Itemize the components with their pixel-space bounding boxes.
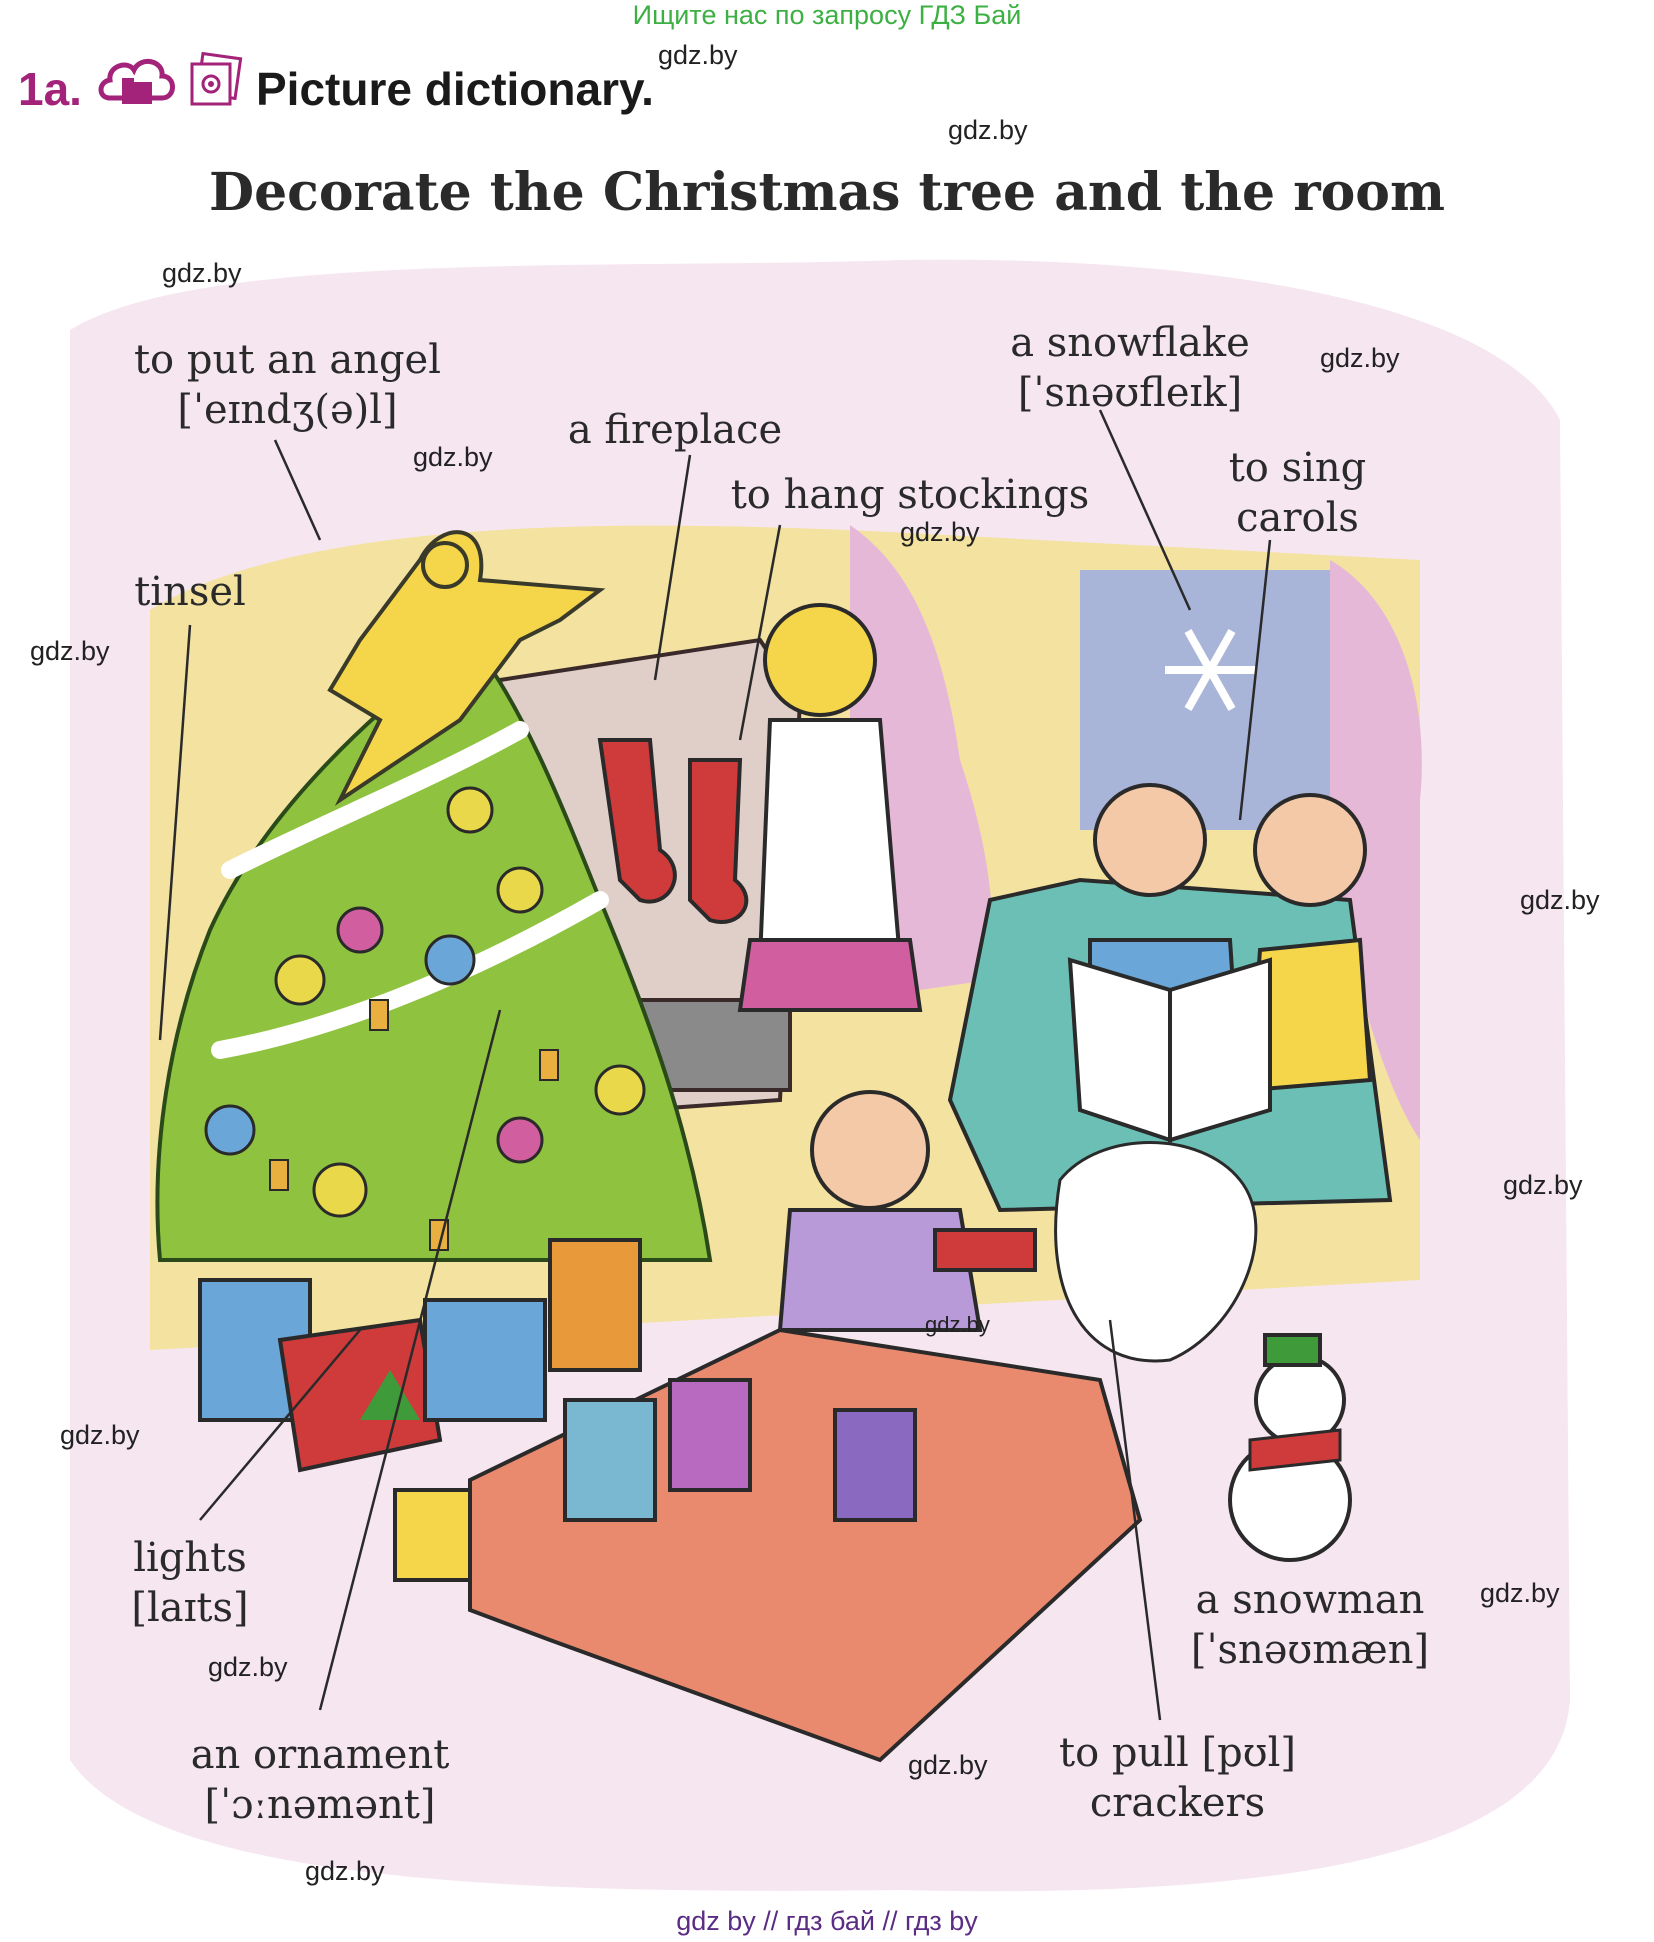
watermark: gdz.by: [1480, 1578, 1560, 1608]
label-snowflake-text: a snowflake: [1010, 320, 1250, 366]
leader-lines: [158, 409, 1272, 1721]
stocking-1: [597, 738, 677, 904]
footer-links[interactable]: gdz by // гдз бай // гдз by: [676, 1906, 978, 1936]
label-tinsel: tinsel: [134, 569, 246, 615]
gift-blue-2: [423, 1298, 547, 1422]
label-carols: to sing carols: [1215, 443, 1380, 543]
window: [1080, 570, 1340, 830]
girl-head: [1253, 793, 1367, 907]
label-ornament: an ornament [ˈɔːnəmənt]: [175, 1730, 465, 1830]
card-3: [833, 1408, 917, 1522]
candle-1: [369, 999, 389, 1031]
stocking-2: [688, 758, 749, 924]
label-crackers: to pull [pʊl] crackers: [1045, 1728, 1310, 1828]
watermark: gdz.by: [948, 115, 1028, 145]
label-snowflake: a snowflake [ˈsnəʊfleɪk]: [995, 318, 1265, 418]
label-lights-text: lights: [133, 1535, 247, 1581]
exercise-title: Picture dictionary.: [256, 63, 654, 115]
girl-with-cracker: [810, 1090, 930, 1210]
cracker-burst: [1054, 1141, 1258, 1363]
label-carols-line2: carols: [1236, 495, 1359, 541]
watermark: gdz.by: [908, 1750, 988, 1780]
watermark: gdz.by: [1503, 1170, 1583, 1200]
gift-orange: [548, 1238, 642, 1372]
picture-cards-icon: [190, 52, 243, 106]
gift-bag-red: [277, 1317, 443, 1473]
label-angel: to put an angel [ˈeɪndʒ(ə)l]: [125, 335, 450, 435]
angel: [327, 530, 606, 806]
watermark: gdz.by: [900, 517, 980, 547]
label-stockings: to hang stockings: [730, 472, 1090, 518]
top-banner[interactable]: Ищите нас по запросу ГДЗ Бай: [632, 0, 1022, 30]
watermark: gdz.by: [413, 442, 493, 472]
cracker: [933, 1228, 1037, 1272]
label-snowman: a snowman [ˈsnəʊmæn]: [1185, 1575, 1435, 1675]
subtitle: Decorate the Christmas tree and the room: [208, 162, 1445, 223]
label-snowman-text: a snowman: [1195, 1577, 1425, 1623]
card-1: [563, 1398, 657, 1522]
watermark: gdz.by: [208, 1652, 288, 1682]
label-angel-text: to put an angel: [133, 337, 442, 383]
ornament-1: [446, 786, 494, 834]
watermark: gdz.by: [305, 1856, 385, 1886]
snowflake: [1165, 629, 1255, 711]
label-snowman-transcription: [ˈsnəʊmæn]: [1190, 1627, 1430, 1673]
watermark: gdz.by: [30, 636, 110, 666]
label-snowflake-transcription: [ˈsnəʊfleɪk]: [1017, 370, 1243, 416]
label-ornament-transcription: [ˈɔːnəmənt]: [204, 1782, 436, 1828]
girl-hanging-stockings: [763, 603, 877, 717]
label-fireplace: a fireplace: [567, 407, 783, 453]
exercise-number: 1a.: [18, 63, 82, 115]
label-angel-transcription: [ˈeɪndʒ(ə)l]: [177, 387, 398, 433]
label-lights-transcription: [laɪts]: [131, 1585, 249, 1631]
watermark: gdz.by: [1320, 343, 1400, 373]
tinsel: [221, 721, 529, 879]
card-2: [668, 1378, 752, 1492]
cloud-folder-icon: [98, 59, 175, 104]
boy-head: [1093, 783, 1207, 897]
watermark: gdz.by: [925, 1312, 990, 1337]
label-crackers-line1: to pull [pʊl]: [1059, 1730, 1296, 1776]
watermark: gdz.by: [60, 1420, 140, 1450]
watermark: gdz.by: [162, 258, 242, 288]
label-lights: lights [laɪts]: [125, 1533, 255, 1633]
watermark: gdz.by: [1520, 885, 1600, 915]
label-ornament-text: an ornament: [190, 1732, 450, 1778]
watermark: gdz.by: [658, 40, 738, 70]
label-crackers-line2: crackers: [1089, 1780, 1266, 1826]
carol-book: [1067, 957, 1172, 1143]
curtain-right: [1330, 560, 1422, 1140]
label-carols-line1: to sing: [1228, 445, 1367, 491]
